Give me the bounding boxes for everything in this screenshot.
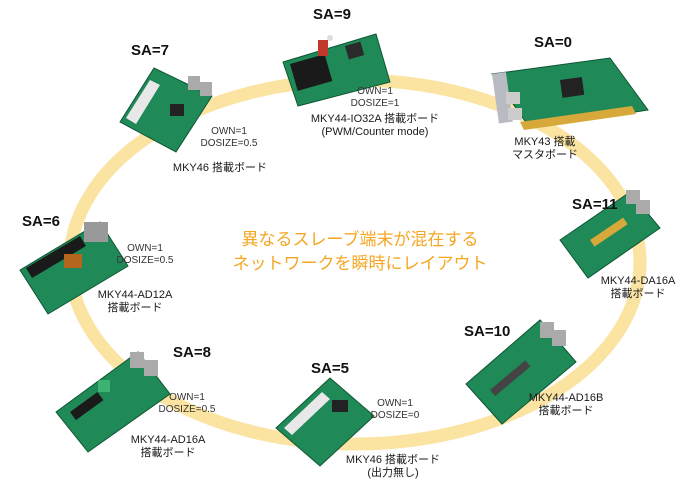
params-sa9: OWN=1 DOSIZE=1 <box>340 86 410 110</box>
board-name: MKY46 搭載ボード <box>345 454 441 466</box>
own-value: OWN=1 <box>357 86 393 97</box>
board-name: MKY44-IO32A 搭載ボード <box>310 113 440 125</box>
dosize-value: DOSIZE=0.5 <box>158 404 216 415</box>
board-desc: (PWM/Counter mode) <box>321 126 429 138</box>
board-sa6-image <box>19 221 129 315</box>
board-sa10-image <box>465 319 577 425</box>
board-desc: 搭載ボード <box>610 288 666 300</box>
own-value: OWN=1 <box>211 126 247 137</box>
board-label-sa5: MKY46 搭載ボード (出力無し) <box>338 454 448 480</box>
board-label-sa0: MKY43 搭載 マスタボード <box>505 136 585 162</box>
center-caption-line1: 異なるスレーブ端末が混在する <box>241 230 479 249</box>
board-label-sa6: MKY44-AD12A 搭載ボード <box>90 289 180 315</box>
board-desc: 搭載ボード <box>140 447 196 459</box>
own-value: OWN=1 <box>169 392 205 403</box>
board-label-sa9: MKY44-IO32A 搭載ボード (PWM/Counter mode) <box>290 113 460 139</box>
sa-label-0: SA=0 <box>534 34 572 51</box>
sa-label-9: SA=9 <box>313 6 351 23</box>
sa-label-6: SA=6 <box>22 213 60 230</box>
board-sa5-image <box>275 377 375 467</box>
center-caption: 異なるスレーブ端末が混在する ネットワークを瞬時にレイアウト <box>215 228 505 276</box>
board-label-sa11: MKY44-DA16A 搭載ボード <box>592 275 684 301</box>
center-caption-line2: ネットワークを瞬時にレイアウト <box>232 254 488 273</box>
board-sa7-image <box>119 67 213 153</box>
board-label-sa10: MKY44-AD16B 搭載ボード <box>516 392 616 418</box>
board-name: MKY44-DA16A <box>600 275 676 287</box>
board-name: MKY46 搭載ボード <box>172 162 268 174</box>
board-sa0-image <box>491 57 649 130</box>
dosize-value: DOSIZE=0.5 <box>116 255 174 266</box>
dosize-value: DOSIZE=1 <box>350 98 400 109</box>
dosize-value: DOSIZE=0.5 <box>200 138 258 149</box>
board-desc: 搭載ボード <box>107 302 163 314</box>
sa-label-10: SA=10 <box>464 323 511 340</box>
own-value: OWN=1 <box>377 398 413 409</box>
board-desc: (出力無し) <box>367 467 419 479</box>
board-label-sa8: MKY44-AD16A 搭載ボード <box>118 434 218 460</box>
board-label-sa7: MKY46 搭載ボード <box>165 162 275 175</box>
sa-label-11: SA=11 <box>572 196 618 213</box>
params-sa8: OWN=1 DOSIZE=0.5 <box>150 392 224 416</box>
board-name: MKY44-AD16A <box>130 434 206 446</box>
board-sa9-image <box>282 33 391 107</box>
sa-label-8: SA=8 <box>173 344 211 361</box>
board-sa8-image <box>55 351 171 453</box>
board-desc: マスタボード <box>512 149 578 161</box>
params-sa6: OWN=1 DOSIZE=0.5 <box>108 243 182 267</box>
board-name: MKY44-AD12A <box>97 289 173 301</box>
board-desc: 搭載ボード <box>538 405 594 417</box>
dosize-value: DOSIZE=0 <box>370 410 420 421</box>
sa-label-7: SA=7 <box>131 42 169 59</box>
params-sa7: OWN=1 DOSIZE=0.5 <box>192 126 266 150</box>
board-name: MKY43 搭載 <box>514 136 576 148</box>
params-sa5: OWN=1 DOSIZE=0 <box>360 398 430 422</box>
own-value: OWN=1 <box>127 243 163 254</box>
board-name: MKY44-AD16B <box>528 392 604 404</box>
sa-label-5: SA=5 <box>311 360 349 377</box>
board-sa11-image <box>559 190 661 279</box>
